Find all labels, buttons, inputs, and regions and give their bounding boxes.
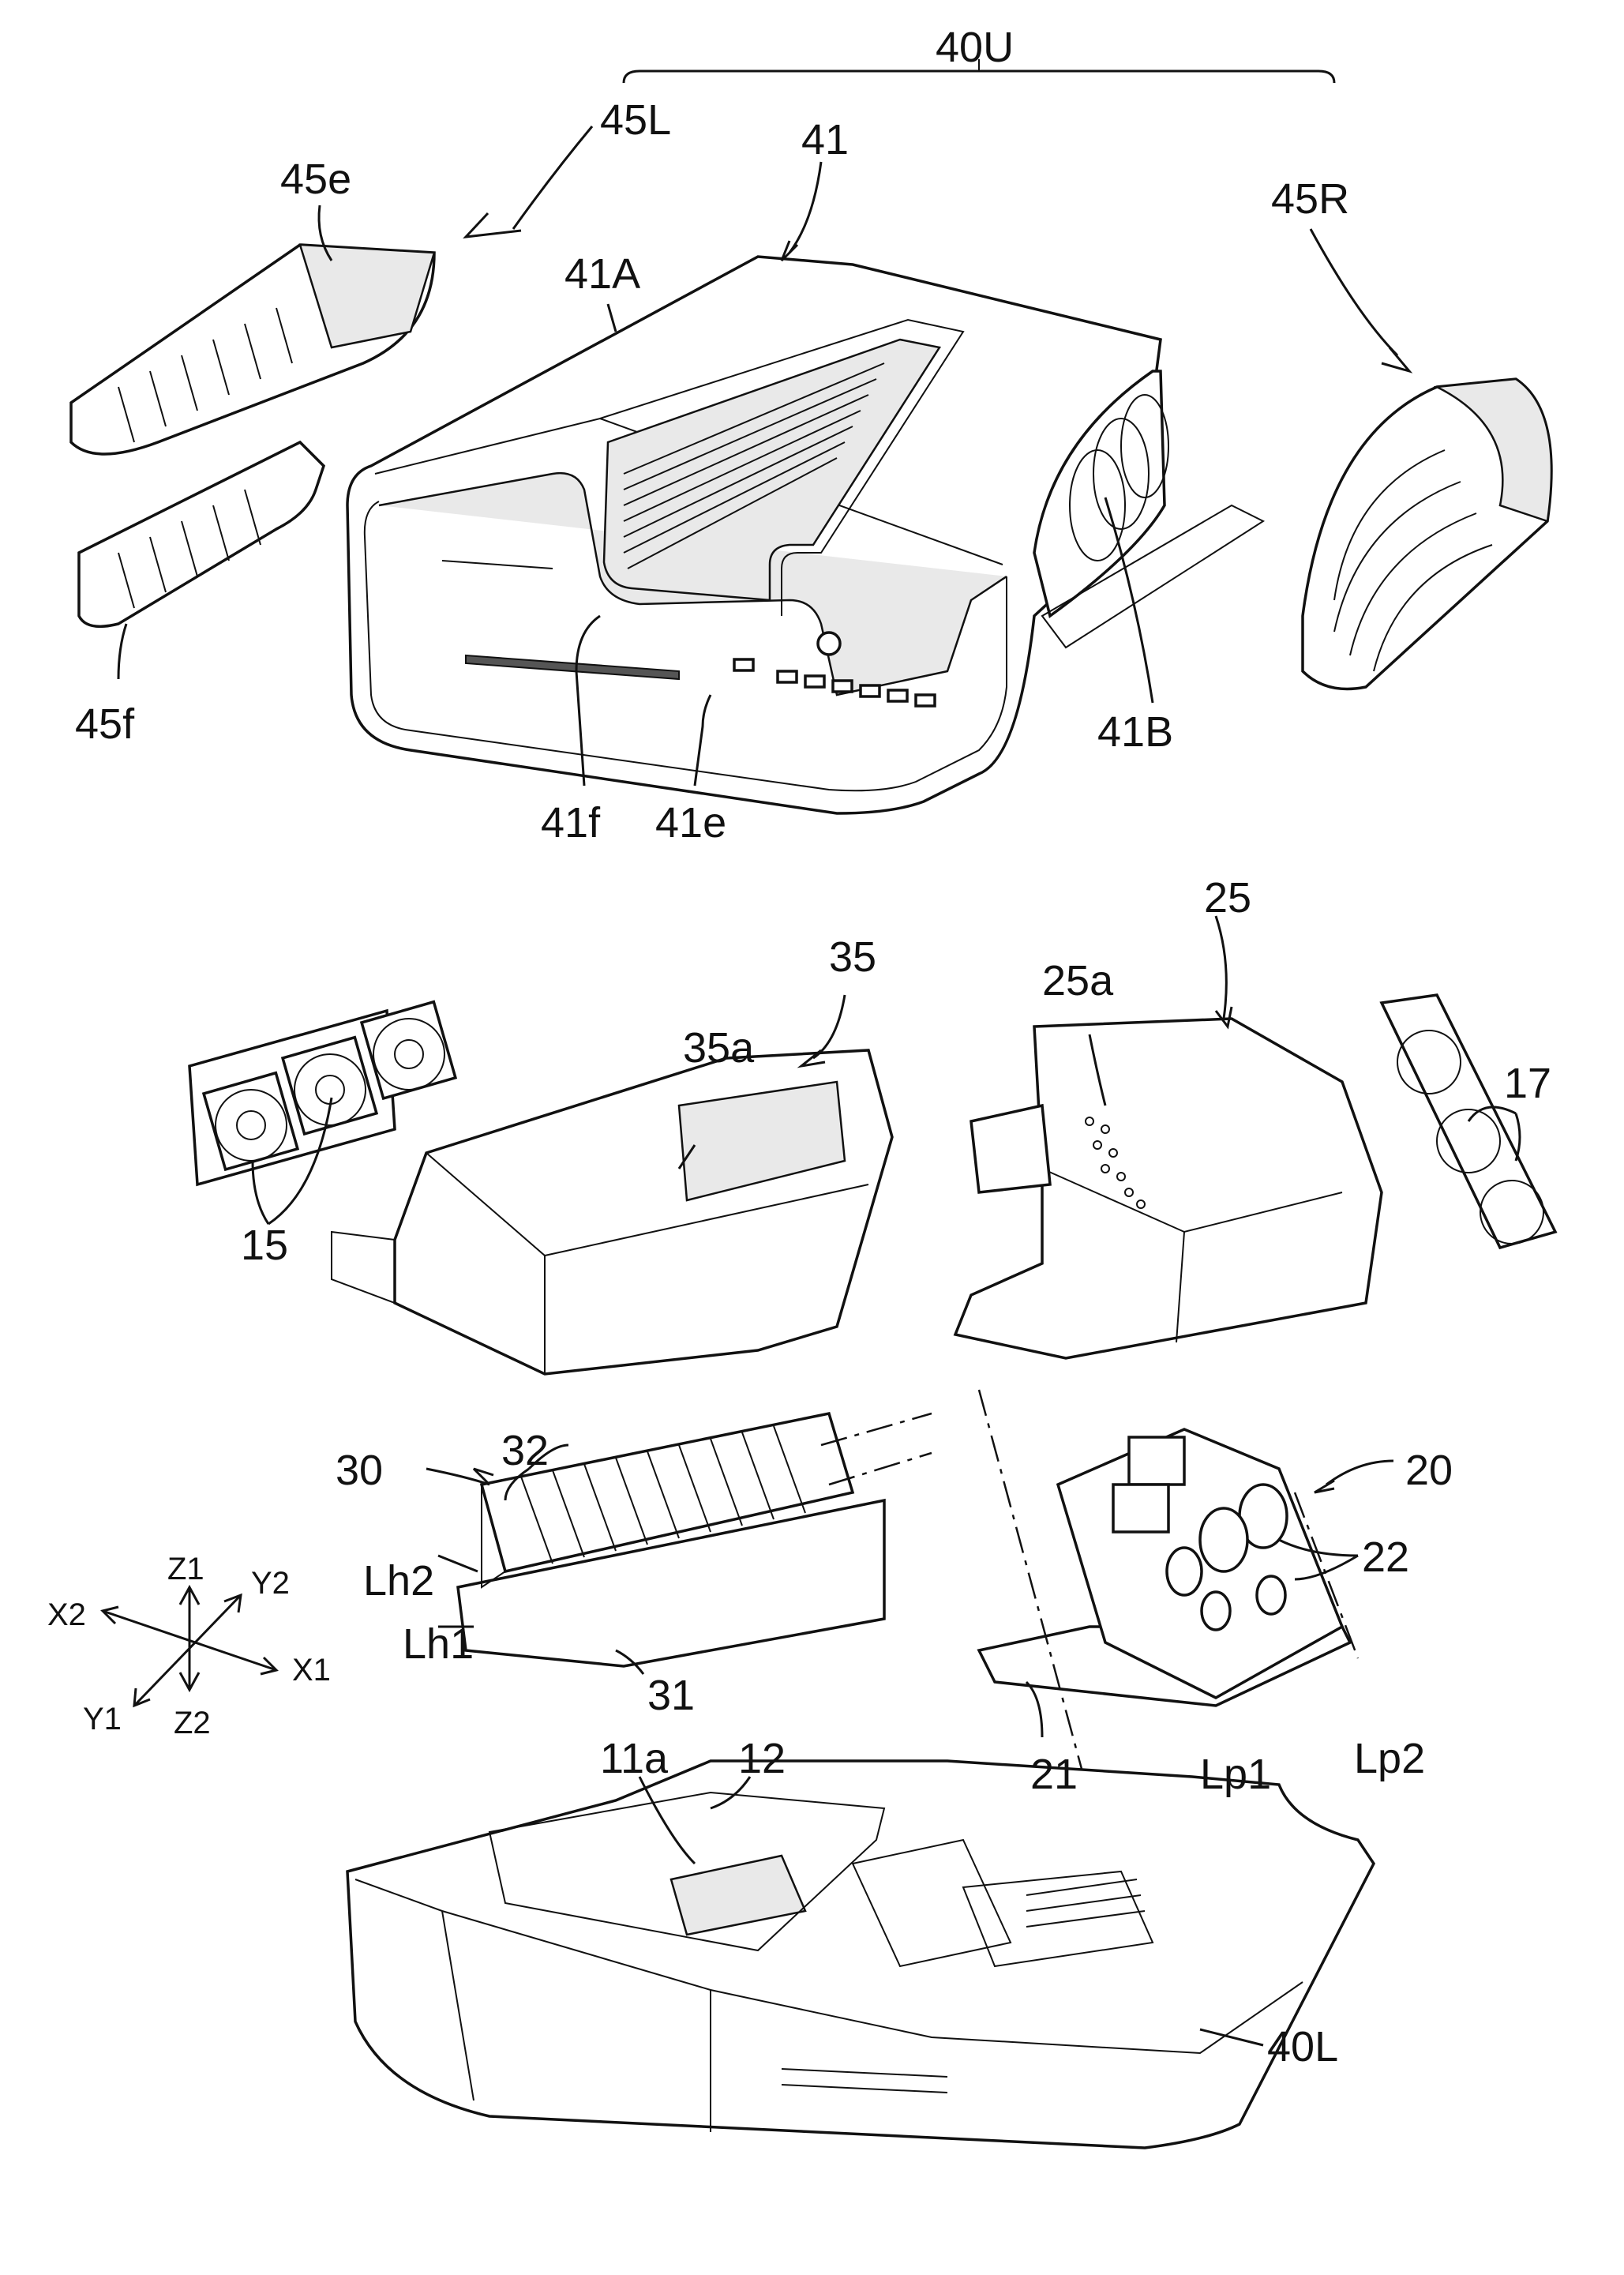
label-20: 20	[1405, 1447, 1453, 1494]
label-25a: 25a	[1042, 957, 1114, 1004]
psu-cover-25	[953, 1017, 1383, 1360]
axis-label-x2: X2	[47, 1597, 86, 1632]
axis-label-z1: Z1	[167, 1552, 204, 1586]
label-25: 25	[1204, 874, 1251, 922]
label-11a: 11a	[600, 1735, 669, 1782]
label-40L: 40L	[1267, 2023, 1338, 2070]
vent-holes-25a	[1085, 1117, 1146, 1209]
upper-cover-41	[346, 255, 1266, 815]
label-45e: 45e	[280, 156, 351, 203]
side-vent-41B	[1033, 370, 1266, 649]
label-12: 12	[738, 1735, 786, 1782]
label-45L: 45L	[600, 96, 671, 144]
lower-case-40L	[346, 1759, 1376, 2149]
label-Lh2: Lh2	[363, 1557, 434, 1605]
label-41e: 41e	[655, 799, 726, 847]
part-labels: 40U 45L 41 45e 45R 41A 45f 41B 41f 41e 2…	[75, 24, 1551, 2070]
label-41B: 41B	[1097, 708, 1173, 756]
label-35: 35	[829, 933, 876, 981]
label-22: 22	[1362, 1534, 1409, 1581]
label-30: 30	[336, 1447, 383, 1494]
label-31: 31	[647, 1672, 695, 1719]
label-21: 21	[1030, 1751, 1078, 1798]
side-panel-45e	[69, 243, 436, 456]
label-41: 41	[801, 116, 849, 163]
axis-label-x1: X1	[292, 1653, 331, 1687]
label-45R: 45R	[1271, 175, 1349, 223]
axis-labels: Z1 Y2 X2 X1 Y1 Z2	[47, 1552, 331, 1740]
label-32: 32	[501, 1427, 549, 1474]
label-15: 15	[241, 1222, 288, 1269]
duct-35	[331, 1049, 894, 1376]
label-41f: 41f	[541, 799, 601, 847]
label-17: 17	[1504, 1060, 1551, 1107]
label-Lh1: Lh1	[403, 1620, 474, 1668]
axis-label-z2: Z2	[174, 1706, 211, 1740]
label-40U: 40U	[936, 24, 1014, 71]
psu-board-20	[977, 1389, 1360, 1770]
label-41A: 41A	[564, 250, 640, 298]
axis-label-y2: Y2	[251, 1566, 290, 1601]
side-panel-45f	[77, 440, 326, 629]
side-panel-45R	[1301, 377, 1553, 691]
fans-15	[188, 1000, 458, 1187]
label-45f: 45f	[75, 700, 135, 748]
axis-label-y1: Y1	[83, 1702, 122, 1736]
heatsink-30	[456, 1411, 932, 1668]
label-35a: 35a	[683, 1024, 755, 1072]
coordinate-axes	[100, 1584, 279, 1708]
leader-lines	[117, 59, 1521, 2047]
front-ports	[733, 631, 936, 708]
label-Lp2: Lp2	[1354, 1735, 1425, 1782]
label-Lp1: Lp1	[1200, 1751, 1271, 1798]
